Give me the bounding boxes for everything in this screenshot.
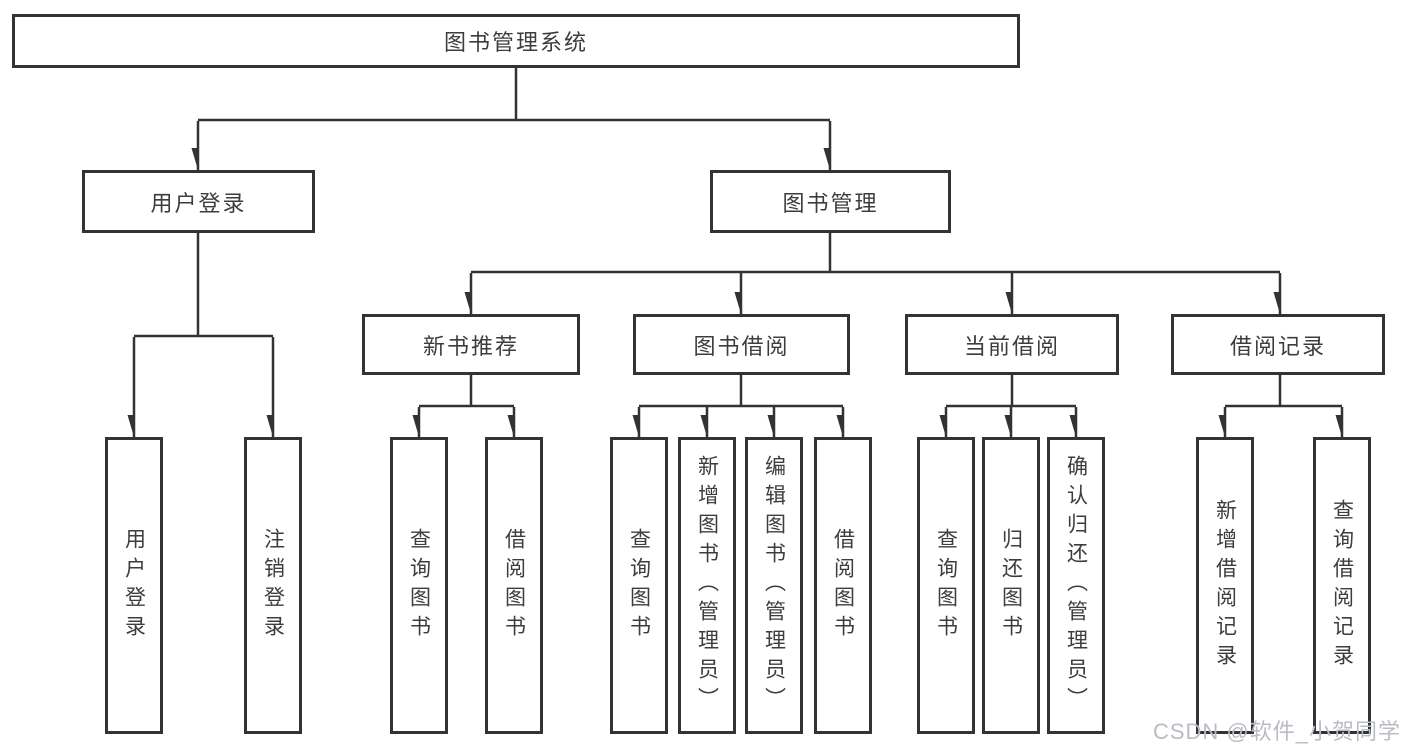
leaf-recommend-query-books: 查询图书 bbox=[390, 437, 448, 734]
leaf-recommend-borrow-books-label: 借阅图书 bbox=[502, 527, 526, 644]
node-current-borrow-label: 当前借阅 bbox=[963, 333, 1060, 359]
leaf-confirm-return-admin: 确认归还（管理员） bbox=[1047, 437, 1105, 734]
leaf-borrow-books-label: 借阅图书 bbox=[831, 527, 855, 644]
leaf-recommend-query-books-label: 查询图书 bbox=[407, 527, 431, 644]
leaf-user-login-label: 用户登录 bbox=[122, 527, 146, 644]
leaf-return-books: 归还图书 bbox=[982, 437, 1040, 734]
leaf-current-query-books: 查询图书 bbox=[917, 437, 975, 734]
node-new-book-recommend-label: 新书推荐 bbox=[422, 333, 519, 359]
node-borrow-record: 借阅记录 bbox=[1171, 314, 1385, 375]
leaf-add-borrow-record: 新增借阅记录 bbox=[1196, 437, 1254, 734]
leaf-logout-label: 注销登录 bbox=[261, 527, 285, 644]
node-new-book-recommend: 新书推荐 bbox=[362, 314, 580, 375]
leaf-edit-books-admin: 编辑图书（管理员） bbox=[745, 437, 803, 734]
node-book-management-label: 图书管理 bbox=[782, 190, 879, 216]
leaf-current-query-books-label: 查询图书 bbox=[934, 527, 958, 644]
leaf-return-books-label: 归还图书 bbox=[999, 527, 1023, 644]
leaf-borrow-query-books-label: 查询图书 bbox=[627, 527, 651, 644]
node-root-label: 图书管理系统 bbox=[443, 30, 588, 55]
leaf-add-books-admin: 新增图书（管理员） bbox=[678, 437, 736, 734]
node-book-management: 图书管理 bbox=[710, 170, 951, 233]
leaf-borrow-books: 借阅图书 bbox=[814, 437, 872, 734]
leaf-edit-books-admin-label: 编辑图书（管理员） bbox=[762, 455, 786, 716]
node-book-borrow: 图书借阅 bbox=[633, 314, 850, 375]
leaf-user-login: 用户登录 bbox=[105, 437, 163, 734]
leaf-recommend-borrow-books: 借阅图书 bbox=[485, 437, 543, 734]
leaf-borrow-query-books: 查询图书 bbox=[610, 437, 668, 734]
leaf-logout: 注销登录 bbox=[244, 437, 302, 734]
node-current-borrow: 当前借阅 bbox=[905, 314, 1119, 375]
leaf-confirm-return-admin-label: 确认归还（管理员） bbox=[1064, 455, 1088, 716]
node-user-login-label: 用户登录 bbox=[150, 190, 247, 216]
leaf-add-books-admin-label: 新增图书（管理员） bbox=[695, 455, 719, 716]
node-borrow-record-label: 借阅记录 bbox=[1229, 333, 1326, 359]
csdn-watermark: CSDN @软件_小贺同学 bbox=[1152, 719, 1401, 744]
node-user-login: 用户登录 bbox=[82, 170, 315, 233]
node-root: 图书管理系统 bbox=[12, 14, 1020, 68]
leaf-query-borrow-record-label: 查询借阅记录 bbox=[1330, 498, 1354, 673]
leaf-query-borrow-record: 查询借阅记录 bbox=[1313, 437, 1371, 734]
leaf-add-borrow-record-label: 新增借阅记录 bbox=[1213, 498, 1237, 673]
node-book-borrow-label: 图书借阅 bbox=[693, 333, 790, 359]
